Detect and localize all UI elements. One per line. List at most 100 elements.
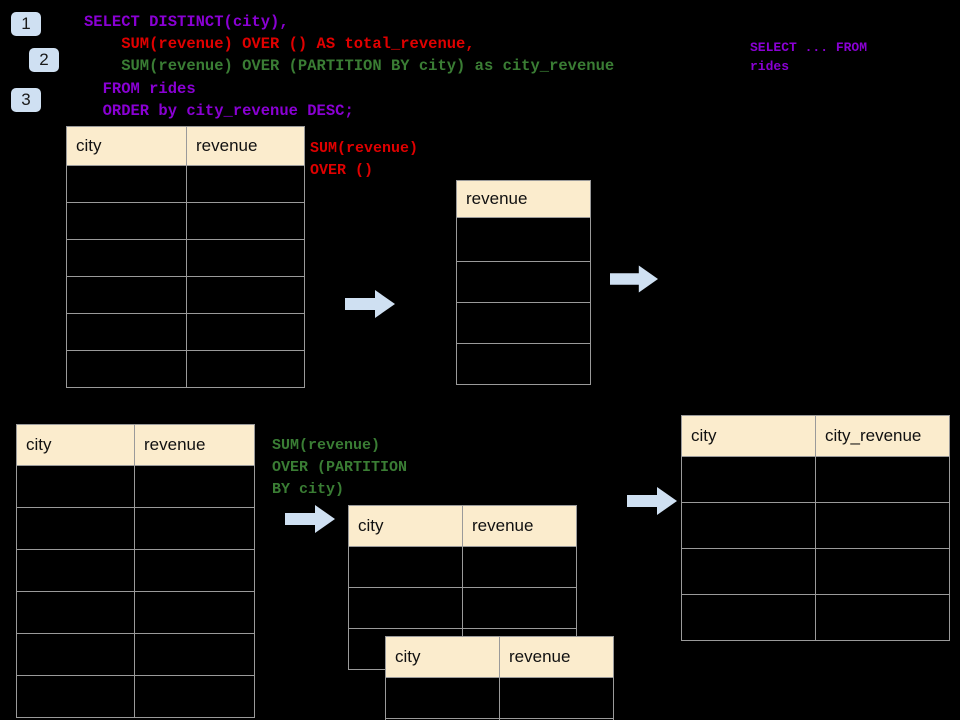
cell — [348, 546, 463, 588]
cell — [66, 165, 187, 203]
table-row — [16, 507, 255, 550]
cell — [66, 350, 187, 388]
cell — [134, 633, 255, 676]
cell — [385, 677, 500, 719]
table-row — [681, 502, 950, 549]
table-header-row: city revenue — [385, 636, 614, 678]
cell — [499, 718, 614, 720]
arrow-total-to-result — [610, 265, 658, 293]
table-row — [16, 465, 255, 508]
cell — [456, 261, 591, 303]
table-header-row: revenue — [456, 180, 591, 218]
cell — [66, 313, 187, 351]
partition-table-front: city revenue — [385, 636, 614, 720]
cell — [134, 465, 255, 508]
column-header-revenue: revenue — [134, 424, 255, 466]
sql-line-total-revenue: SUM(revenue) OVER () AS total_revenue, — [84, 35, 475, 53]
table-row — [66, 239, 305, 277]
step-badge-3[interactable]: 3 — [11, 88, 41, 112]
cell — [681, 548, 816, 595]
cell — [16, 465, 135, 508]
cell — [186, 165, 305, 203]
cell — [499, 677, 614, 719]
cell — [815, 502, 950, 549]
column-header-revenue: revenue — [456, 180, 591, 218]
source-table-bottom: city revenue — [16, 424, 255, 718]
column-header-city: city — [385, 636, 500, 678]
column-header-city: city — [66, 126, 187, 166]
annotation-select-from-rides: SELECT ... FROM rides — [750, 40, 868, 74]
table-header-row: city city_revenue — [681, 415, 950, 457]
column-header-city-revenue: city_revenue — [815, 415, 950, 457]
cell — [16, 591, 135, 634]
cell — [681, 594, 816, 641]
cell — [66, 202, 187, 240]
column-header-revenue: revenue — [462, 505, 577, 547]
sql-line-city-revenue: SUM(revenue) OVER (PARTITION BY city) as… — [84, 57, 615, 75]
cell — [186, 276, 305, 314]
cell — [462, 546, 577, 588]
column-header-city: city — [16, 424, 135, 466]
cell — [66, 276, 187, 314]
table-row — [16, 591, 255, 634]
cell — [66, 239, 187, 277]
cell — [16, 549, 135, 592]
table-row — [681, 456, 950, 503]
table-row — [16, 633, 255, 676]
arrow-source-to-partition — [285, 505, 335, 533]
column-header-city: city — [681, 415, 816, 457]
table-row — [348, 546, 577, 588]
source-table-top: city revenue — [66, 126, 305, 388]
cell — [186, 239, 305, 277]
cell — [186, 202, 305, 240]
table-row — [66, 276, 305, 314]
table-row — [348, 587, 577, 629]
column-header-revenue: revenue — [186, 126, 305, 166]
sql-line-order-by: ORDER by city_revenue DESC; — [84, 102, 354, 120]
table-row — [66, 313, 305, 351]
cell — [134, 675, 255, 718]
annotation-sum-over-empty: SUM(revenue) OVER () — [310, 140, 419, 179]
table-row — [681, 548, 950, 595]
cell — [815, 594, 950, 641]
step-badge-2[interactable]: 2 — [29, 48, 59, 72]
table-row — [456, 261, 591, 303]
cell — [456, 302, 591, 344]
cell — [815, 548, 950, 595]
table-row — [385, 677, 614, 719]
cell — [815, 456, 950, 503]
cell — [134, 591, 255, 634]
table-header-row: city revenue — [66, 126, 305, 166]
cell — [456, 217, 591, 262]
cell — [456, 343, 591, 385]
result-table: city city_revenue — [681, 415, 950, 641]
cell — [16, 675, 135, 718]
table-row — [456, 217, 591, 262]
table-row — [66, 350, 305, 388]
cell — [681, 502, 816, 549]
arrow-source-to-total — [345, 290, 395, 318]
table-row — [456, 302, 591, 344]
table-header-row: city revenue — [16, 424, 255, 466]
table-header-row: city revenue — [348, 505, 577, 547]
table-row — [385, 718, 614, 720]
table-row — [66, 202, 305, 240]
cell — [348, 587, 463, 629]
cell — [681, 456, 816, 503]
column-header-city: city — [348, 505, 463, 547]
cell — [186, 313, 305, 351]
cell — [134, 549, 255, 592]
sql-line-from: FROM rides — [84, 80, 196, 98]
table-row — [681, 594, 950, 641]
total-revenue-table: revenue — [456, 180, 591, 385]
cell — [16, 633, 135, 676]
cell — [462, 587, 577, 629]
arrow-partition-to-result — [627, 487, 677, 515]
table-row — [16, 675, 255, 718]
annotation-sum-over-partition: SUM(revenue) OVER (PARTITION BY city) — [272, 437, 408, 498]
cell — [134, 507, 255, 550]
step-badge-1[interactable]: 1 — [11, 12, 41, 36]
table-row — [66, 165, 305, 203]
table-row — [456, 343, 591, 385]
